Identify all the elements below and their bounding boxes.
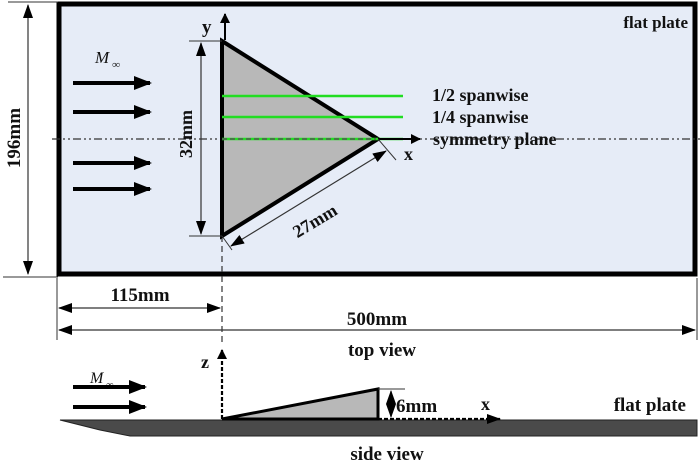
height-dimension-label: 6mm: [396, 396, 437, 417]
top-view: flat plate 196mm M∞ y x 1/2 s: [3, 1, 700, 361]
symmetry-plane-label: symmetry plane: [433, 129, 556, 149]
wing-side-profile: [221, 387, 380, 421]
side-view-caption: side view: [350, 444, 424, 465]
freestream-arrows-side: [73, 380, 147, 414]
edge-extension-root: [221, 235, 233, 251]
edge-extension-tip: [377, 138, 397, 161]
x-axis-label: x: [404, 144, 413, 164]
side-x-axis-label: x: [481, 394, 490, 414]
top-view-caption: top view: [348, 340, 416, 361]
edge-dimension-arrow: [230, 150, 387, 247]
flat-plate-side: [59, 419, 698, 437]
quarter-spanwise-label: 1/4 spanwise: [432, 107, 529, 127]
side-view: M∞ z x 6mm flat plate side view: [59, 349, 698, 465]
span-dimension-label: 32mm: [176, 110, 196, 158]
y-axis-label: y: [202, 17, 212, 38]
plate-length-label: 500mm: [347, 309, 407, 330]
half-spanwise-label: 1/2 spanwise: [432, 85, 529, 105]
side-flat-plate-label: flat plate: [614, 395, 686, 416]
mach-infinity-label: M∞: [94, 48, 120, 71]
plate-width-label: 196mm: [4, 108, 25, 168]
leading-offset-label: 115mm: [110, 285, 169, 306]
flat-plate-label: flat plate: [623, 13, 688, 32]
z-axis-label: z: [201, 352, 209, 372]
freestream-arrows-top: [73, 76, 152, 196]
